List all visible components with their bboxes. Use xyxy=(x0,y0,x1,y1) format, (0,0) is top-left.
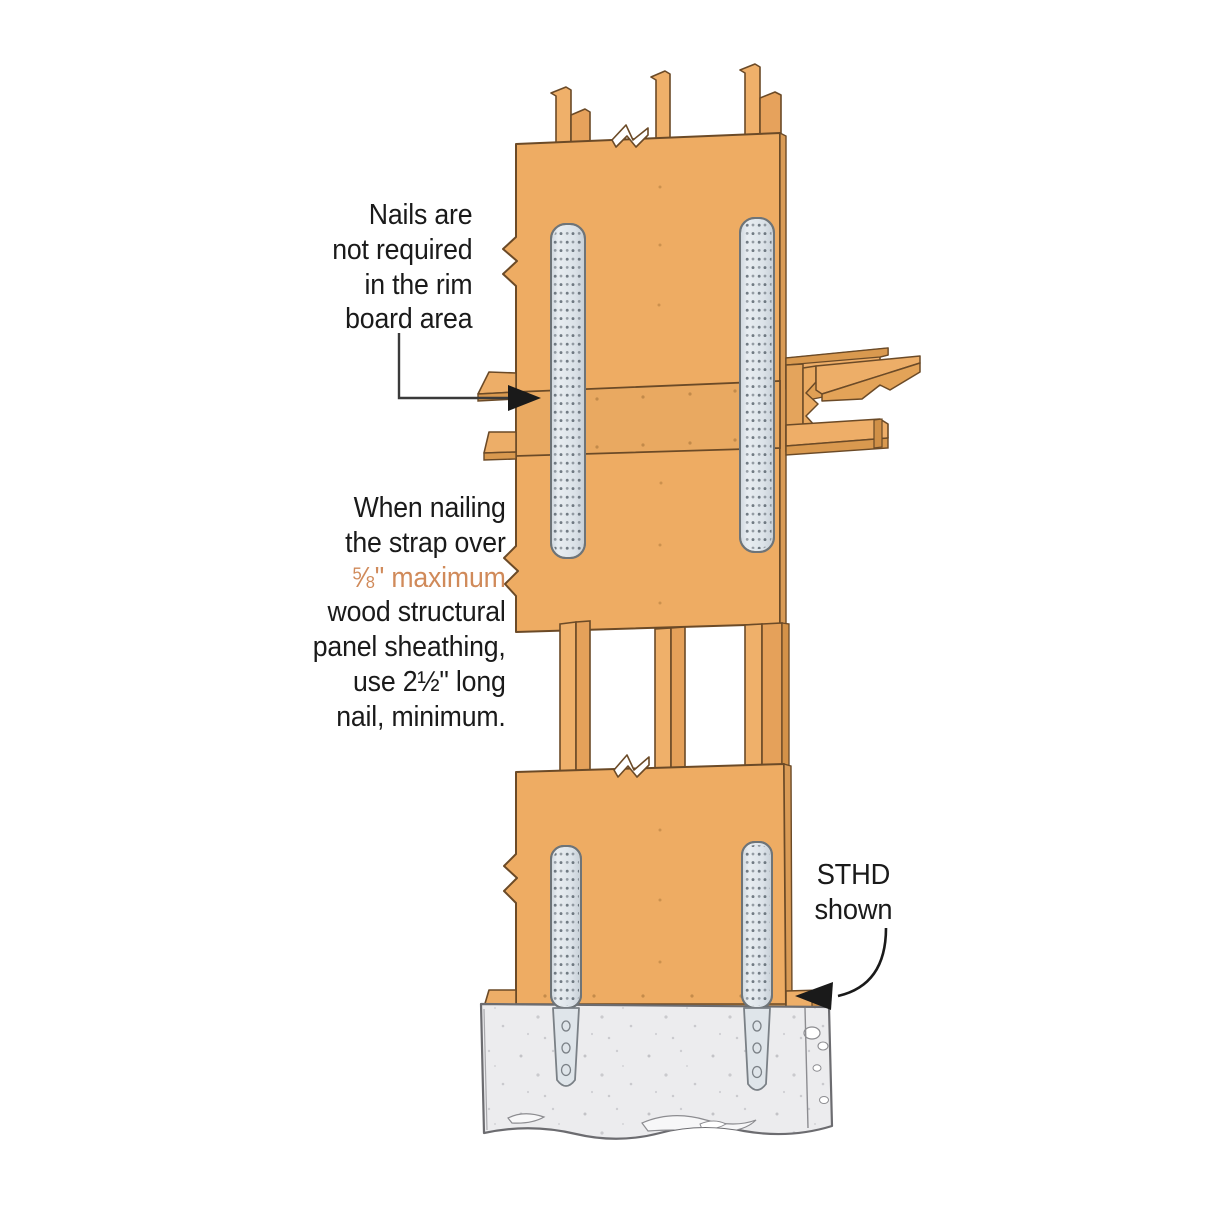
sthd-note-text: STHD shown xyxy=(814,858,892,928)
strap-left-upper xyxy=(550,223,586,559)
strap-note-line-2: the strap over xyxy=(345,526,506,559)
nails-note-line-2: not required xyxy=(331,233,472,266)
strap-note-line-1: When nailing xyxy=(353,492,506,524)
strap-note-accent-rest: " maximum xyxy=(375,561,506,594)
mid-section-studs xyxy=(559,620,790,780)
sthd-note-line-1: STHD xyxy=(816,859,891,891)
nails-note-text: Nails are not required in the rim board … xyxy=(332,198,472,337)
strap-note-line-3-accent: 5⁄8" maximum xyxy=(352,561,506,594)
fraction-denominator: 8 xyxy=(366,571,376,592)
strap-note-line-7: nail, minimum. xyxy=(336,700,507,733)
strap-note-line-4: wood structural xyxy=(327,596,506,629)
nails-note-line-4: board area xyxy=(344,303,472,336)
floor-assembly-right xyxy=(785,347,921,456)
nails-note-leader xyxy=(397,333,541,411)
fraction-numerator: 5 xyxy=(352,563,362,584)
nails-note-line-3: in the rim xyxy=(364,268,472,301)
strap-note-line-6: use 2½" long xyxy=(353,665,506,698)
concrete-foundation xyxy=(479,1002,834,1140)
strap-note-line-5: panel sheathing, xyxy=(313,631,506,664)
sthd-note-leader xyxy=(795,927,888,1010)
strap-note-text: When nailing the strap over 5⁄8" maximum… xyxy=(313,491,506,735)
sthd-note-line-2: shown xyxy=(814,893,893,926)
nails-note-line-1: Nails are xyxy=(368,199,472,231)
strap-right-upper xyxy=(739,217,775,553)
strap-right-lower xyxy=(741,841,773,1091)
strap-left-lower xyxy=(550,845,582,1087)
